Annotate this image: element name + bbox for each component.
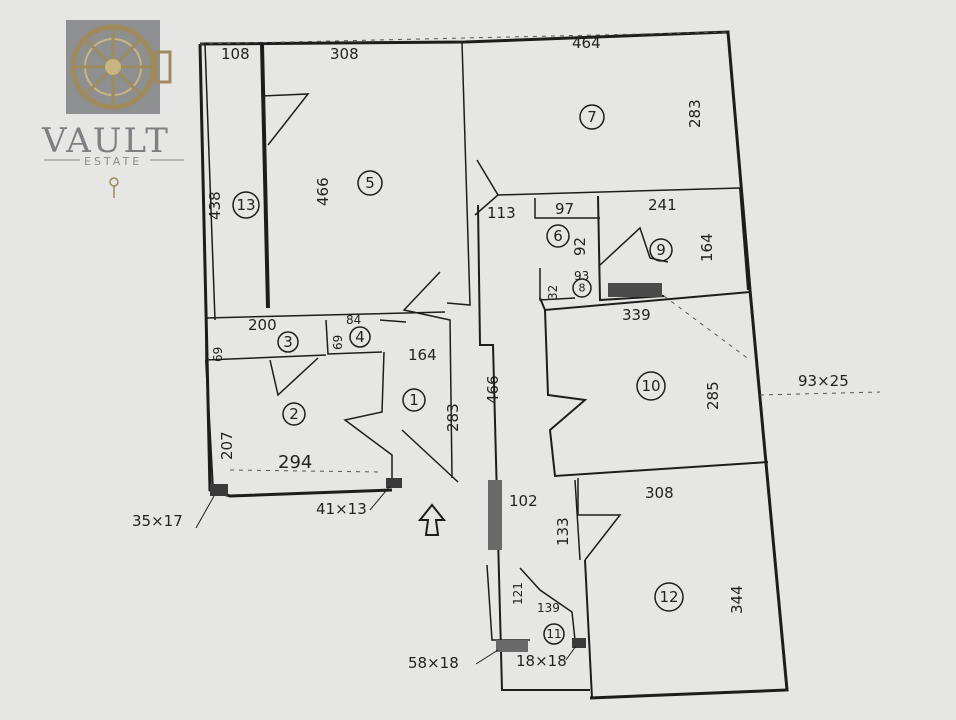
room-4-label: 4 <box>355 328 365 346</box>
label-18x18: 18×18 <box>516 652 567 670</box>
dim-2-207: 207 <box>218 431 236 460</box>
room-5-label: 5 <box>365 174 375 192</box>
room-3-marker <box>277 331 299 353</box>
dim-1-164: 164 <box>408 346 437 364</box>
dim-12-height: 344 <box>728 585 746 614</box>
room-8-marker <box>572 278 592 298</box>
dim-10-height: 285 <box>704 381 722 410</box>
dim-11-139: 139 <box>537 601 560 615</box>
room-4-marker <box>349 326 371 348</box>
dim-corridor-466: 466 <box>484 375 502 404</box>
room-7-marker <box>579 104 605 130</box>
room-11-label: 11 <box>546 627 561 641</box>
dim-13-width: 108 <box>221 45 250 63</box>
room-7-label: 7 <box>587 108 597 126</box>
chimney-35x17 <box>210 484 228 496</box>
room-6-marker <box>546 224 570 248</box>
label-35x17: 35×17 <box>132 512 183 530</box>
room-10-label: 10 <box>641 377 660 395</box>
logo-brand-text: VAULT <box>41 121 170 161</box>
room-9-marker <box>649 238 673 262</box>
entrance-arrow-icon <box>417 503 447 536</box>
dim-9-width: 241 <box>648 196 677 214</box>
room-13-label: 13 <box>236 196 255 214</box>
room-11-marker <box>543 623 565 645</box>
dim-12-width: 308 <box>645 484 674 502</box>
room-13-marker <box>232 191 260 219</box>
room-10-marker <box>636 371 666 401</box>
room-12-marker <box>654 582 684 612</box>
dimension-labels: 108 308 464 438 466 283 113 97 92 241 16… <box>132 34 849 672</box>
chimney-corridor <box>488 480 502 550</box>
dim-7-height: 283 <box>686 99 704 128</box>
room-6-label: 6 <box>553 227 563 245</box>
room-3-label: 3 <box>283 333 293 351</box>
dim-1-283: 283 <box>444 403 462 432</box>
dim-11-121: 121 <box>511 582 525 605</box>
dim-13-height: 438 <box>206 191 224 220</box>
dim-3-height: 69 <box>211 347 225 362</box>
chimney-blocks <box>210 283 662 652</box>
dashed-guides <box>199 31 881 473</box>
dim-10-width: 339 <box>622 306 651 324</box>
logo-sub-text: ESTATE <box>84 155 142 168</box>
room-12-label: 12 <box>659 588 678 606</box>
room-5-marker <box>357 170 383 196</box>
walls <box>198 30 789 700</box>
label-58x18: 58×18 <box>408 654 459 672</box>
dim-3-width: 200 <box>248 316 277 334</box>
chimney-41x13 <box>386 478 402 488</box>
room-9-label: 9 <box>656 241 666 259</box>
room-1-marker <box>402 388 426 412</box>
dim-8-93: 93 <box>574 269 589 283</box>
room-markers <box>232 104 684 645</box>
room-labels: 1 2 3 4 5 6 7 8 9 10 11 12 13 <box>236 108 678 641</box>
dim-5-height: 466 <box>314 177 332 206</box>
outer-wall-right <box>199 30 789 700</box>
chimney-18x18 <box>572 638 586 648</box>
room-2-marker <box>282 402 306 426</box>
dim-7-width: 464 <box>572 34 601 52</box>
room-8-label: 8 <box>579 282 586 295</box>
dim-9-height: 164 <box>698 233 716 262</box>
vault-estate-logo: VAULT ESTATE <box>41 20 184 198</box>
chimney-93x25 <box>608 283 662 297</box>
label-93x25: 93×25 <box>798 372 849 390</box>
chimney-58x18 <box>496 640 528 652</box>
dim-6-113: 113 <box>487 204 516 222</box>
label-41x13: 41×13 <box>316 500 367 518</box>
key-icon <box>109 177 119 198</box>
dim-2-294: 294 <box>278 452 312 473</box>
dim-4-width: 84 <box>346 313 361 327</box>
dim-4-height: 69 <box>331 335 345 350</box>
dim-corridor-102: 102 <box>509 492 538 510</box>
room-2-label: 2 <box>289 405 299 423</box>
dim-8-32: 32 <box>546 285 560 300</box>
dim-corridor-133: 133 <box>554 517 572 546</box>
leader-lines <box>195 485 577 665</box>
dim-6-97: 97 <box>555 200 574 218</box>
dim-top-308: 308 <box>330 45 359 63</box>
room-1-label: 1 <box>409 391 419 409</box>
dim-6-92: 92 <box>571 237 589 256</box>
